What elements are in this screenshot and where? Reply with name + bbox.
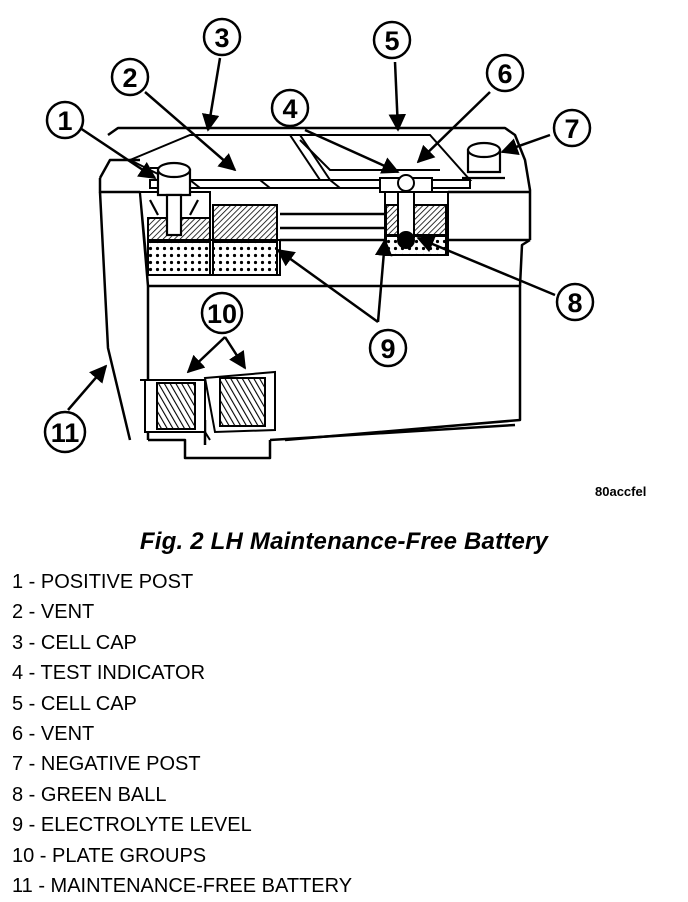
svg-text:3: 3 [214, 23, 229, 53]
callout-7: 7 [552, 108, 592, 148]
legend-item: 7 - NEGATIVE POST [12, 753, 201, 776]
svg-text:1: 1 [57, 106, 72, 136]
legend-item: 9 - ELECTROLYTE LEVEL [12, 814, 252, 837]
legend-item: 11 - MAINTENANCE-FREE BATTERY [12, 874, 353, 897]
cell-cap-right [288, 134, 473, 181]
plate-groups [140, 370, 276, 441]
svg-text:9: 9 [380, 334, 395, 364]
legend-item: 8 - GREEN BALL [12, 783, 167, 806]
legend-item: 6 - VENT [12, 722, 95, 745]
positive-post [149, 161, 199, 237]
legend-item: 1 - POSITIVE POST [12, 571, 194, 593]
svg-text:11: 11 [51, 418, 80, 448]
legend-item: 10 - PLATE GROUPS [12, 844, 207, 867]
legend-item: 3 - CELL CAP [12, 631, 137, 654]
svg-text:8: 8 [567, 288, 582, 318]
svg-text:10: 10 [207, 299, 237, 329]
figure-code: 80accfel [595, 484, 647, 499]
battery-case [98, 126, 532, 460]
svg-text:5: 5 [384, 26, 399, 56]
battery-diagram: 1 2 3 4 5 6 7 8 9 10 11 [43, 17, 595, 460]
svg-text:4: 4 [282, 94, 297, 124]
callout-legend: 1 - POSITIVE POST 2 - VENT 3 - CELL CAP … [12, 567, 352, 901]
callout-1: 1 [45, 100, 85, 140]
callout-10: 10 [200, 291, 244, 335]
legend-item: 2 - VENT [12, 601, 95, 624]
svg-text:7: 7 [564, 114, 579, 144]
leader-lines [67, 57, 556, 411]
test-indicator [379, 174, 433, 249]
callout-11: 11 [43, 410, 87, 454]
svg-text:2: 2 [122, 63, 137, 93]
callout-2: 2 [110, 57, 150, 97]
legend-item: 5 - CELL CAP [12, 692, 137, 715]
cutaway-left [138, 191, 281, 276]
legend-item: 4 - TEST INDICATOR [12, 662, 206, 685]
callout-3: 3 [202, 17, 242, 57]
callout-8: 8 [555, 282, 595, 322]
callout-5: 5 [372, 20, 412, 60]
callout-9: 9 [368, 328, 408, 368]
callout-4: 4 [270, 88, 310, 128]
figure-caption: Fig. 2 LH Maintenance-Free Battery [139, 528, 549, 555]
negative-post [462, 141, 505, 180]
battery-illustration: 1 2 3 4 5 6 7 8 9 10 11 [43, 17, 595, 460]
callout-6: 6 [485, 53, 525, 93]
svg-text:6: 6 [497, 59, 512, 89]
